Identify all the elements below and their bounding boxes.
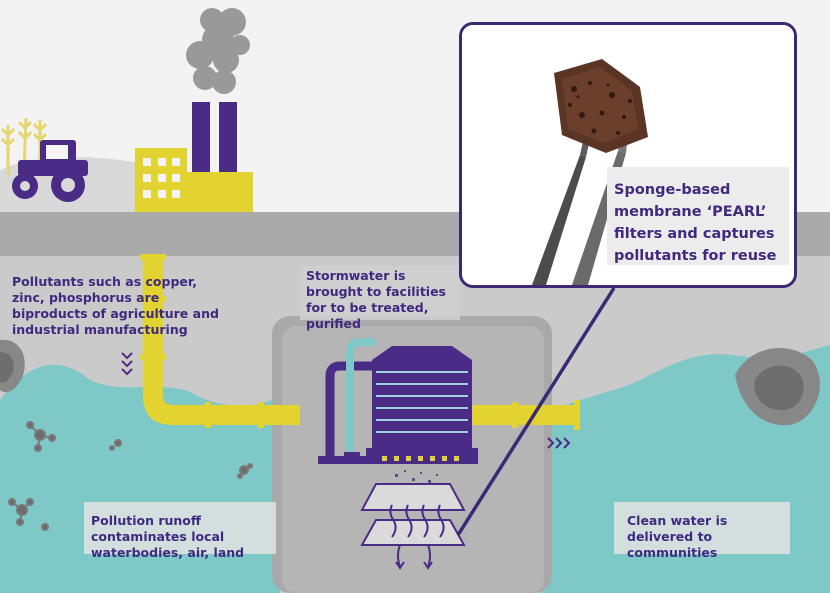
runoff-label: Pollution runoff contaminates local wate… [91,513,245,560]
filter-membrane [360,470,466,570]
flow-arrow-right-icon [547,437,571,449]
pollutants-label: Pollutants such as copper, zinc, phospho… [12,274,219,337]
pipe [140,254,300,428]
pearl-photo-inset: Sponge-based membrane ‘PEARL’ filters an… [459,22,797,288]
inflow-pipes [318,338,377,464]
pearl-caption-box [607,167,789,265]
pearl-caption: Sponge-based membrane ‘PEARL’ filters an… [614,182,777,264]
tractor-icon [12,140,88,202]
smoke-cloud [186,8,250,94]
stormwater-label: Stormwater is brought to facilities for … [306,268,447,331]
flow-arrow-down-icon [121,352,133,376]
factory-icon [135,102,253,212]
pollutant-molecule-icon [8,421,253,531]
callout-line [456,287,616,536]
water-tank [366,346,478,464]
outflow-pipe [470,400,580,430]
clean-water-label: Clean water is delivered to communities [627,513,728,560]
